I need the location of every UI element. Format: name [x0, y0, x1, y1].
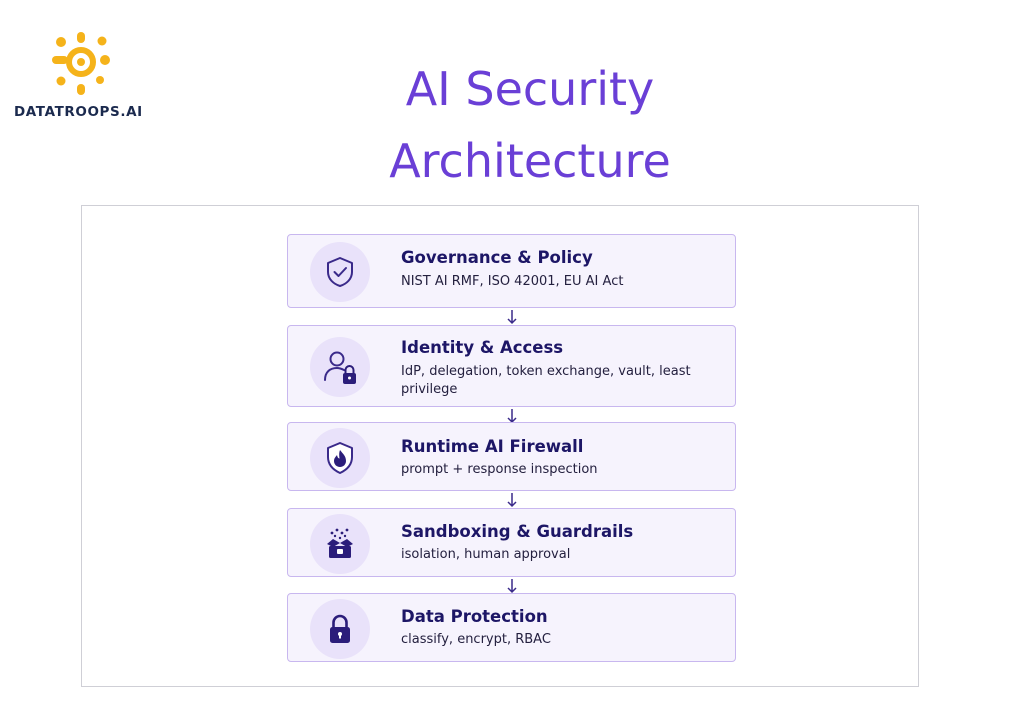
layer-runtime-ai-firewall: Runtime AI Firewall prompt + response in…: [287, 422, 736, 491]
logo-text: DATATROOPS.AI: [14, 104, 143, 120]
layer-sandboxing-guardrails: Sandboxing & Guardrails isolation, human…: [287, 508, 736, 577]
layer-title: Runtime AI Firewall: [401, 437, 584, 456]
sandbox-box-icon: [310, 514, 370, 574]
layer-title: Data Protection: [401, 607, 548, 626]
layer-description: prompt + response inspection: [401, 462, 598, 477]
user-lock-icon: [310, 337, 370, 397]
sun-logo-icon: [52, 32, 110, 95]
padlock-icon: [310, 599, 370, 659]
layer-description: IdP, delegation, token exchange, vault, …: [401, 364, 691, 397]
page-title-line-1: AI Security: [405, 62, 655, 116]
layer-title: Sandboxing & Guardrails: [401, 522, 634, 541]
shield-check-icon: [310, 242, 370, 302]
arrow-down-icon: [507, 310, 517, 325]
brand-logo: DATATROOPS.AI: [14, 30, 154, 122]
layer-title: Identity & Access: [401, 338, 564, 357]
layer-description: isolation, human approval: [401, 547, 571, 562]
layer-description: classify, encrypt, RBAC: [401, 632, 551, 647]
page-title-line-2: Architecture: [389, 134, 671, 188]
layer-governance-policy: Governance & Policy NIST AI RMF, ISO 420…: [287, 234, 736, 308]
shield-flame-icon: [310, 428, 370, 488]
layer-identity-access: Identity & Access IdP, delegation, token…: [287, 325, 736, 407]
layer-title: Governance & Policy: [401, 248, 593, 267]
arrow-down-icon: [507, 579, 517, 594]
architecture-diagram: Governance & Policy NIST AI RMF, ISO 420…: [81, 205, 919, 687]
layer-description: NIST AI RMF, ISO 42001, EU AI Act: [401, 274, 624, 289]
arrow-down-icon: [507, 493, 517, 508]
layer-data-protection: Data Protection classify, encrypt, RBAC: [287, 593, 736, 662]
